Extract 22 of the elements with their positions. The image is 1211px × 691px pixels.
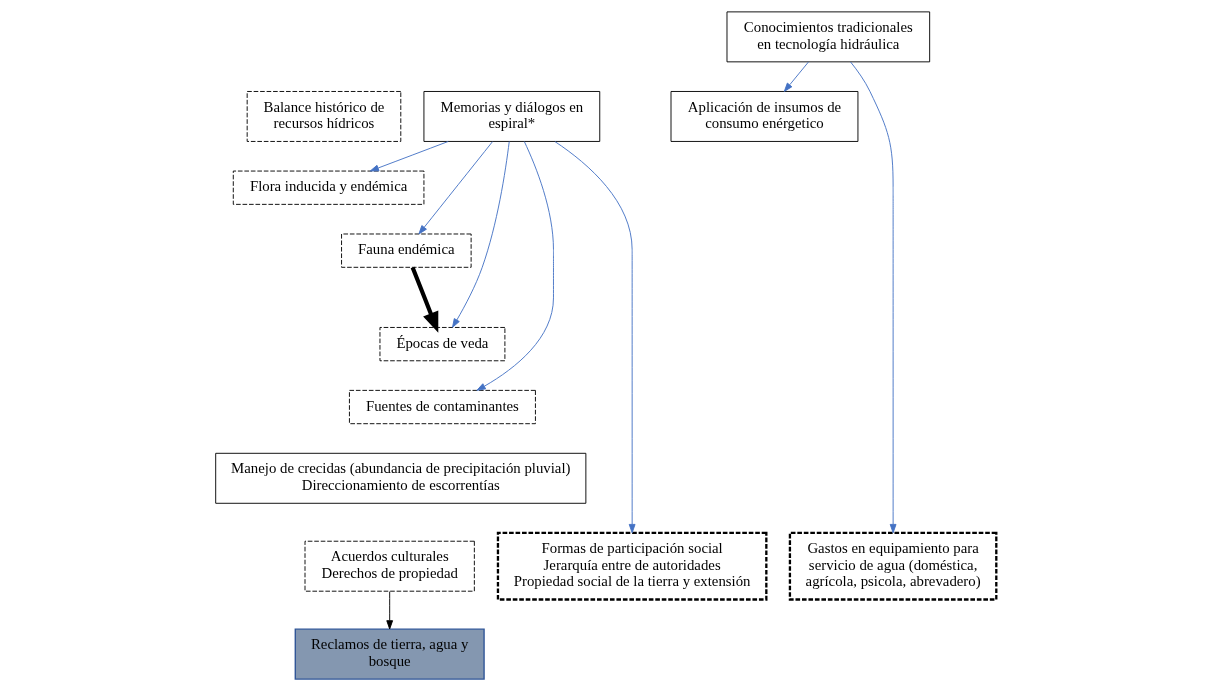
node-box: Épocas de veda: [379, 327, 505, 362]
arrow: [385, 591, 393, 630]
arrow: [369, 141, 449, 172]
arrow: [783, 61, 809, 92]
node-box: Aplicación de insumos de consumo enérgetico: [670, 91, 858, 142]
node-box: Formas de participación social Jerarquía entre de autoridades Propiedad social de la tierra y extensión: [496, 531, 767, 601]
node-box: Memorias y diálogos en espiral*: [422, 91, 600, 142]
node-box: Acuerdos culturales Derechos de propiedad: [304, 540, 475, 592]
node-box: Fuentes de contaminantes: [348, 389, 536, 425]
node-box: Reclamos de tierra, agua y bosque: [294, 628, 485, 680]
node-box: Gastos en equipamiento para servicio de agua (doméstica, agrícola, psicola, abrevadero): [788, 531, 997, 601]
node-box: Manejo de crecidas (abundancia de precipitación pluvial) Direccionamiento de escorrentías: [214, 452, 586, 504]
node-box: Balance histórico de recursos hídricos: [246, 91, 401, 142]
arrow: [553, 141, 636, 534]
arrow: [849, 61, 896, 534]
arrow: [417, 141, 493, 235]
node-box: Flora inducida y endémica: [232, 170, 424, 205]
arrow: [476, 141, 554, 391]
arrow: [451, 141, 510, 328]
node-box: Fauna endémica: [340, 233, 472, 268]
node-box: Conocimientos tradicionales en tecnología hidráulica: [726, 11, 930, 63]
arrow: [410, 266, 438, 333]
